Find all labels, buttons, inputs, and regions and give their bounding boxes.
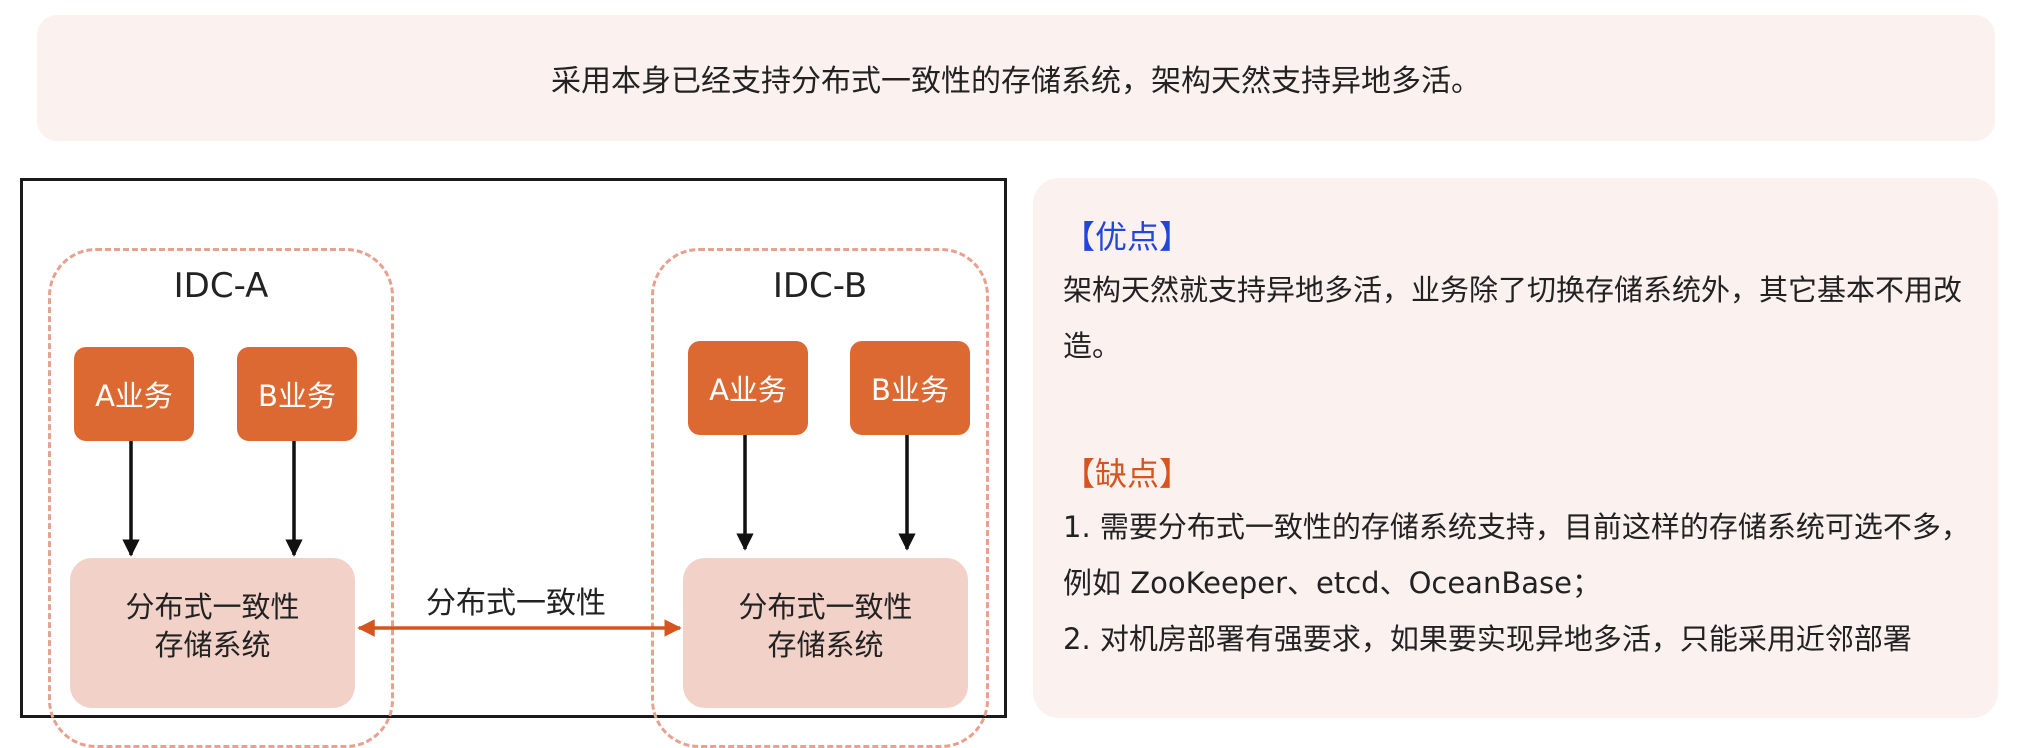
idc-a-label: IDC-A	[173, 266, 269, 306]
summary-text: 采用本身已经支持分布式一致性的存储系统，架构天然支持异地多活。	[551, 64, 1481, 99]
idc-b-biz-a-box: A业务	[688, 341, 808, 435]
pros-text: 架构天然就支持异地多活，业务除了切换存储系统外，其它基本不用改造。	[1063, 273, 1963, 363]
idc-a-biz-a-box: A业务	[74, 347, 194, 441]
idc-b-label: IDC-B	[772, 266, 868, 306]
idc-b-biz-b-box: B业务	[850, 341, 970, 435]
idc-b-storage-box: 分布式一致性 存储系统	[683, 558, 968, 708]
cons-title: 【缺点】	[1063, 455, 1192, 493]
architecture-diagram: IDC-A A业务 B业务 分布式一致性 存储系统 IDC-B A业务 B业务 …	[20, 178, 1007, 748]
pros-cons-panel: 【优点】 架构天然就支持异地多活，业务除了切换存储系统外，其它基本不用改造。 【…	[1033, 178, 1998, 718]
cons-item-2: 2. 对机房部署有强要求，如果要实现异地多活，只能采用近邻部署	[1063, 622, 1912, 656]
cons-item-1: 1. 需要分布式一致性的存储系统支持，目前这样的存储系统可选不多，例如 ZooK…	[1063, 510, 1970, 600]
pros-title: 【优点】	[1063, 218, 1192, 256]
idc-a-storage-box: 分布式一致性 存储系统	[70, 558, 355, 708]
summary-banner: 采用本身已经支持分布式一致性的存储系统，架构天然支持异地多活。	[37, 15, 1995, 141]
idc-a-biz-b-box: B业务	[237, 347, 357, 441]
diagram-arrows	[122, 435, 916, 637]
sync-label: 分布式一致性	[426, 586, 606, 621]
